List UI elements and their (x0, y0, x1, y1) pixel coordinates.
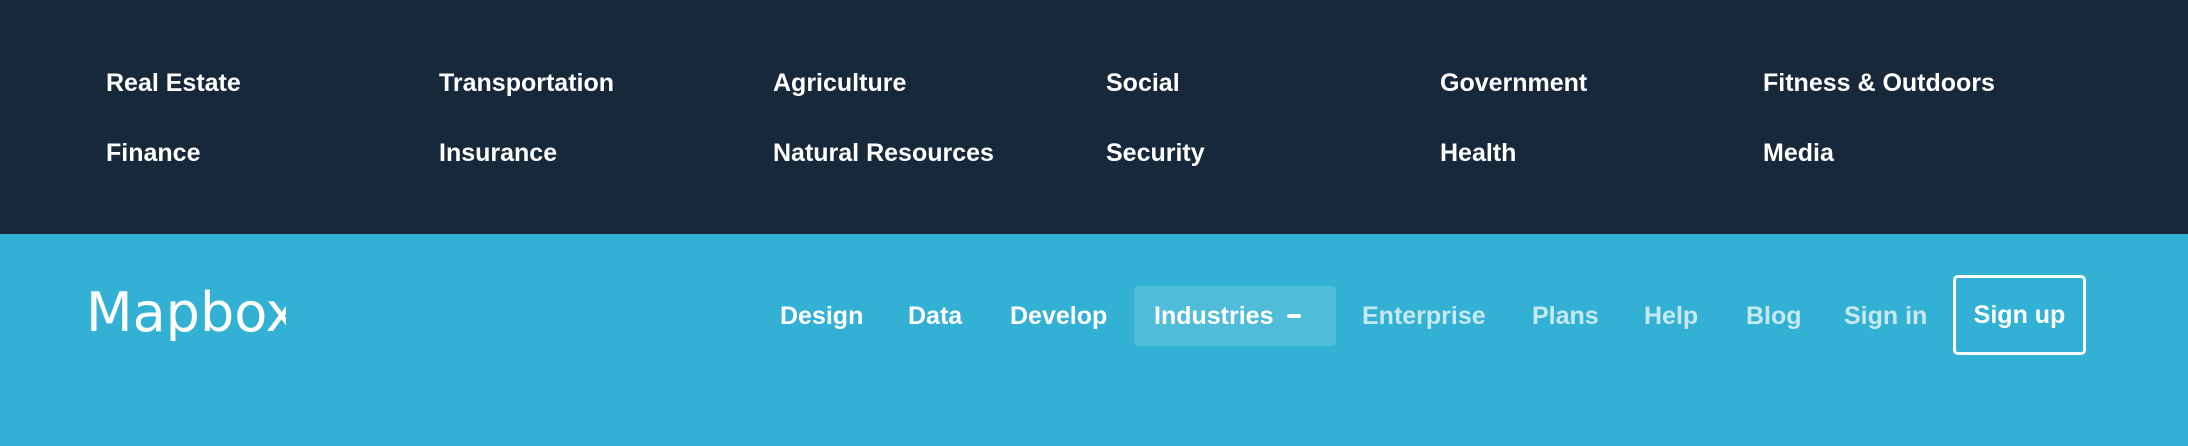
industry-link-real-estate[interactable]: Real Estate (106, 69, 241, 97)
nav-industries-button[interactable]: Industries (1134, 286, 1336, 346)
nav-sign-in[interactable]: Sign in (1844, 302, 1928, 330)
industry-link-media[interactable]: Media (1763, 139, 1834, 167)
nav-data[interactable]: Data (908, 302, 963, 330)
main-navbar: Mapbox Design Data Develop Industries En… (0, 234, 2188, 446)
svg-text:Mapbox: Mapbox (86, 283, 286, 341)
industry-link-security[interactable]: Security (1106, 139, 1205, 167)
minus-icon (1287, 314, 1302, 318)
nav-design[interactable]: Design (780, 302, 864, 330)
industry-link-natural-resources[interactable]: Natural Resources (773, 139, 994, 167)
nav-enterprise[interactable]: Enterprise (1362, 302, 1486, 330)
nav-blog[interactable]: Blog (1746, 302, 1802, 330)
industry-link-fitness-outdoors[interactable]: Fitness & Outdoors (1763, 69, 1995, 97)
nav-industries-label: Industries (1154, 301, 1274, 330)
industry-link-government[interactable]: Government (1440, 69, 1588, 97)
nav-develop[interactable]: Develop (1010, 302, 1108, 330)
sign-up-button[interactable]: Sign up (1953, 275, 2086, 355)
industry-link-social[interactable]: Social (1106, 69, 1180, 97)
industry-link-transportation[interactable]: Transportation (439, 69, 615, 97)
nav-help[interactable]: Help (1644, 302, 1699, 330)
nav-plans[interactable]: Plans (1532, 302, 1599, 330)
industry-link-finance[interactable]: Finance (106, 139, 201, 167)
industries-dropdown-panel: Real Estate Transportation Agriculture S… (0, 0, 2188, 234)
industry-link-insurance[interactable]: Insurance (439, 139, 558, 167)
industry-link-health[interactable]: Health (1440, 139, 1517, 167)
mapbox-logo[interactable]: Mapbox (86, 283, 286, 341)
industry-link-agriculture[interactable]: Agriculture (773, 69, 907, 97)
